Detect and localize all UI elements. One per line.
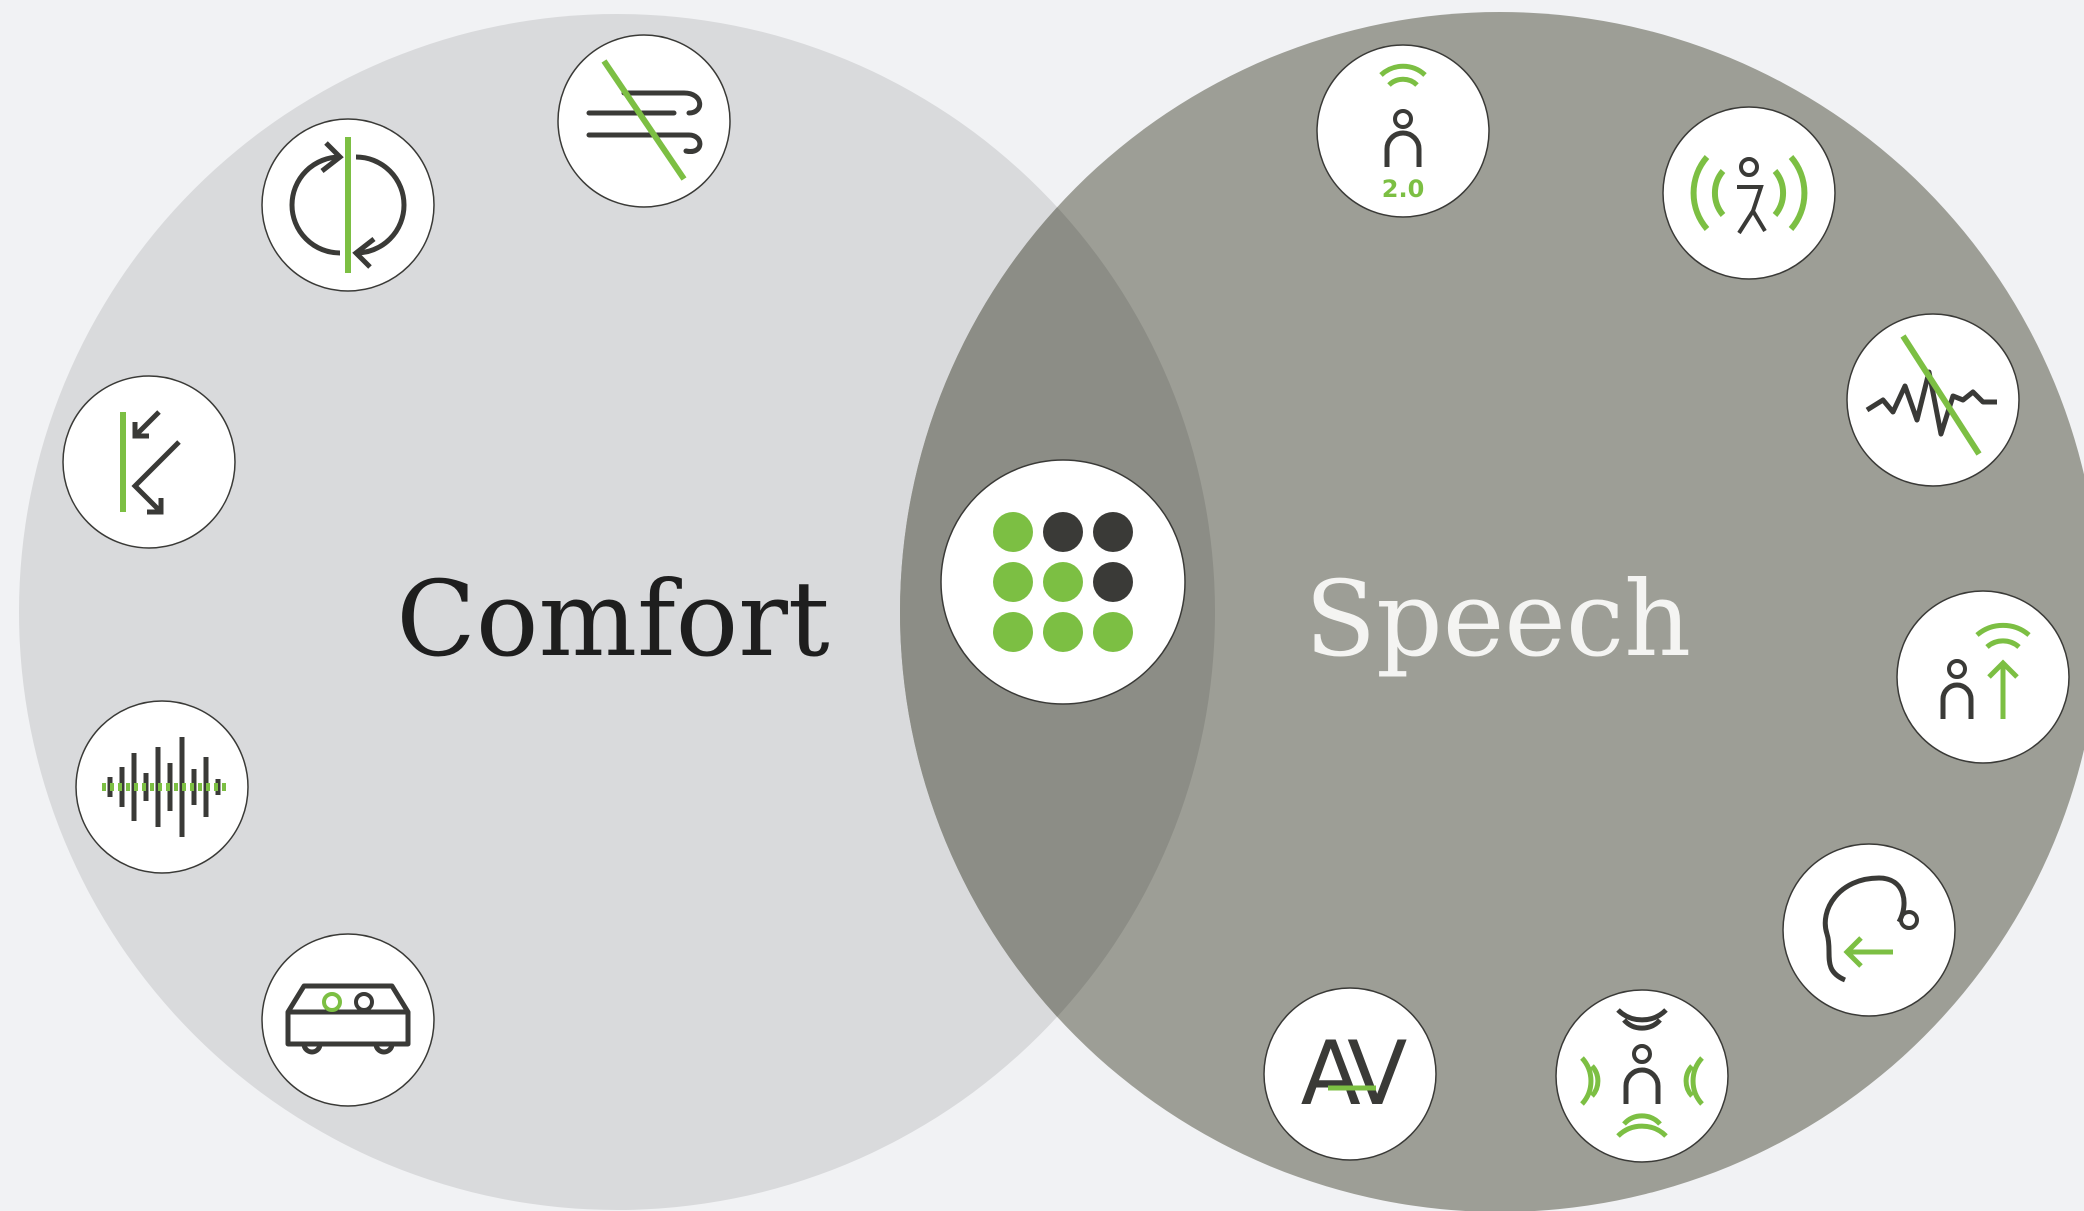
wind-noise-off-icon — [557, 34, 731, 208]
speech-focus-2-icon: 2.0 — [1316, 44, 1490, 218]
dot-grid-icon — [940, 459, 1186, 705]
ear-direction-icon — [1782, 843, 1956, 1017]
speech-in-motion-icon — [1662, 106, 1836, 280]
impulse-noise-off-icon — [1846, 313, 2020, 487]
speech-360-icon — [1555, 989, 1729, 1163]
comfort-circle — [19, 14, 1215, 1210]
comfort-label: Comfort — [396, 558, 829, 680]
av-icon: AV — [1263, 987, 1437, 1161]
speech-label: Speech — [1305, 558, 1691, 680]
version-text: 2.0 — [1382, 175, 1425, 203]
sync-icon — [261, 118, 435, 292]
echo-reflection-icon — [62, 375, 236, 549]
speech-boost-icon — [1896, 590, 2070, 764]
noise-waveform-icon — [75, 700, 249, 874]
car-icon — [261, 933, 435, 1107]
av-text: AV — [1301, 1022, 1408, 1125]
